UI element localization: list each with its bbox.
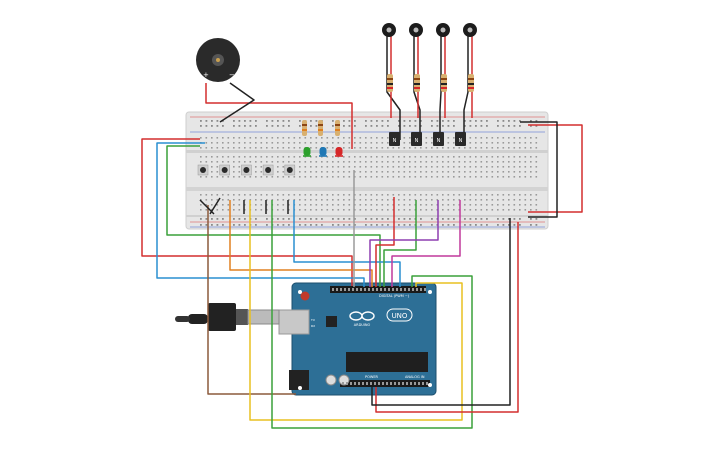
wire-red[interactable]	[528, 124, 583, 213]
wire-purple[interactable]	[369, 200, 439, 287]
vibration-motor	[436, 23, 450, 37]
wire-red[interactable]	[205, 83, 353, 149]
arduino-logo: UNO ARDUINO	[349, 308, 413, 327]
wire-black[interactable]	[371, 218, 511, 406]
transistors: N N N N	[389, 132, 466, 146]
resistor	[318, 120, 323, 136]
analog-power-header	[340, 380, 430, 387]
wire-green[interactable]	[271, 200, 473, 429]
push-button[interactable]	[197, 164, 209, 176]
vibration-motors	[382, 23, 477, 37]
resistor	[387, 74, 393, 92]
push-button[interactable]	[262, 164, 274, 176]
power-header-label: POWER	[365, 375, 379, 379]
wire-magenta[interactable]	[391, 200, 461, 287]
piezo-buzzer: + −	[196, 38, 240, 82]
vibration-motor	[382, 23, 396, 37]
transistor-mark: N	[437, 138, 441, 144]
digital-header-label: DIGITAL (PWM ~)	[379, 294, 410, 298]
arduino-board: DIGITAL (PWM ~) POWER ANALOG IN TX RX UN…	[278, 282, 437, 396]
breadboard	[185, 111, 549, 230]
push-button[interactable]	[219, 164, 230, 176]
reset-button[interactable]	[300, 291, 310, 301]
model-label: UNO	[392, 312, 408, 320]
vibration-motor	[409, 23, 423, 37]
brand-label: ARDUINO	[354, 323, 371, 327]
wire-yellow[interactable]	[249, 200, 463, 421]
led	[303, 147, 311, 157]
resistors	[302, 74, 474, 136]
transistor-mark: N	[415, 138, 419, 144]
resistor	[441, 74, 447, 92]
usb-port	[278, 309, 310, 335]
wire-green[interactable]	[383, 200, 417, 287]
wire-red[interactable]	[375, 197, 395, 287]
npn-transistor: N	[389, 132, 400, 146]
wire-black[interactable]	[219, 82, 255, 123]
header-pins	[332, 288, 428, 385]
wire-brown[interactable]	[207, 205, 296, 395]
npn-transistor: N	[433, 132, 444, 146]
tx-label: TX	[310, 318, 315, 322]
resistor	[414, 74, 420, 92]
wire-black[interactable]	[439, 36, 442, 140]
push-buttons	[197, 164, 296, 176]
wire-black[interactable]	[199, 197, 289, 215]
npn-transistor: N	[455, 132, 466, 146]
wires	[141, 36, 583, 429]
transistor-mark: N	[459, 138, 463, 144]
push-button[interactable]	[284, 164, 296, 176]
vibration-motor	[463, 23, 477, 37]
rx-label: RX	[311, 324, 315, 328]
led	[319, 147, 327, 157]
usb-cable	[175, 303, 280, 331]
wire-black[interactable]	[413, 36, 421, 140]
wire-red[interactable]	[375, 222, 519, 413]
led	[335, 147, 343, 157]
wire-black[interactable]	[520, 121, 558, 218]
buzzer-plus-label: +	[203, 71, 209, 79]
push-button[interactable]	[241, 164, 252, 176]
resistor	[335, 120, 340, 136]
resistor	[302, 120, 307, 136]
wire-green[interactable]	[166, 145, 381, 287]
wire-black[interactable]	[463, 36, 469, 140]
analog-header-label: ANALOG IN	[405, 375, 425, 379]
transistor-mark: N	[393, 138, 397, 144]
wire-red[interactable]	[141, 138, 353, 286]
power-jack	[289, 370, 309, 390]
wire-blue[interactable]	[156, 142, 365, 287]
wire-black[interactable]	[386, 36, 401, 140]
npn-transistor: N	[411, 132, 422, 146]
capacitor	[325, 374, 337, 386]
wire-orange[interactable]	[229, 200, 373, 287]
wire-blue[interactable]	[293, 200, 401, 287]
atmega-chip	[346, 352, 428, 372]
leds	[303, 147, 343, 157]
buzzer-minus-label: −	[229, 71, 235, 79]
usb-chip	[326, 316, 337, 327]
resistor	[468, 74, 474, 92]
